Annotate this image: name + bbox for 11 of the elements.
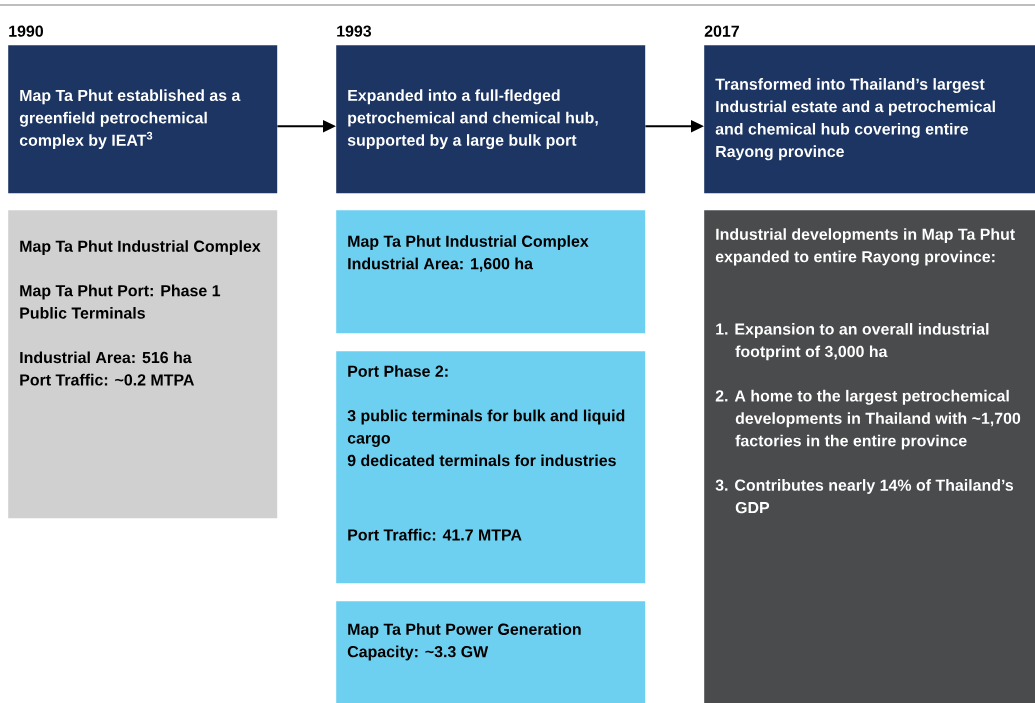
year-label: 1993: [337, 25, 372, 37]
year-label: 2017: [704, 25, 739, 37]
milestone-box: Expanded into a full-fledged petrochemical and chemical hub, supported by a large bulk port 1993: [336, 25, 646, 194]
info-panel: Map Ta Phut Industrial Complex Industrial Area: 1,600 ha: [336, 210, 646, 334]
info-panel: Map Ta Phut Industrial Complex Map Ta Phut Port: Phase 1 Public Terminals Industrial Area: 516 ha Port Traffic: ~0.2 MTPA: [8, 210, 278, 519]
year-label: 1990: [9, 25, 43, 37]
info-panel: Port Phase 2: 3 public terminals for bulk and liquid cargo 9 dedicated terminals for industries Port Traffic: 41.7 MTPA: [336, 351, 646, 584]
milestone-box: Transformed into Thailand’s largest Industrial estate and a petrochemical and chemical hub covering entire Rayong province 2017: [704, 25, 1035, 194]
milestone-box: Map Ta Phut established as a greenfield petrochemical complex by IEAT$^{3}$ 1990: [8, 25, 278, 194]
info-panel: Map Ta Phut Power Generation Capacity: ~3.3 GW: [336, 601, 646, 703]
info-panel: Industrial developments in Map Ta Phut expanded to entire Rayong province: 1. Expansion to an overall industrial footprint of 3,000 ha 2. A home to the largest petrochemical developments in Thailand with ~1,700 factories in the entire province 3. Contributes nearly 14% of Thailand’s GDP: [704, 210, 1035, 703]
